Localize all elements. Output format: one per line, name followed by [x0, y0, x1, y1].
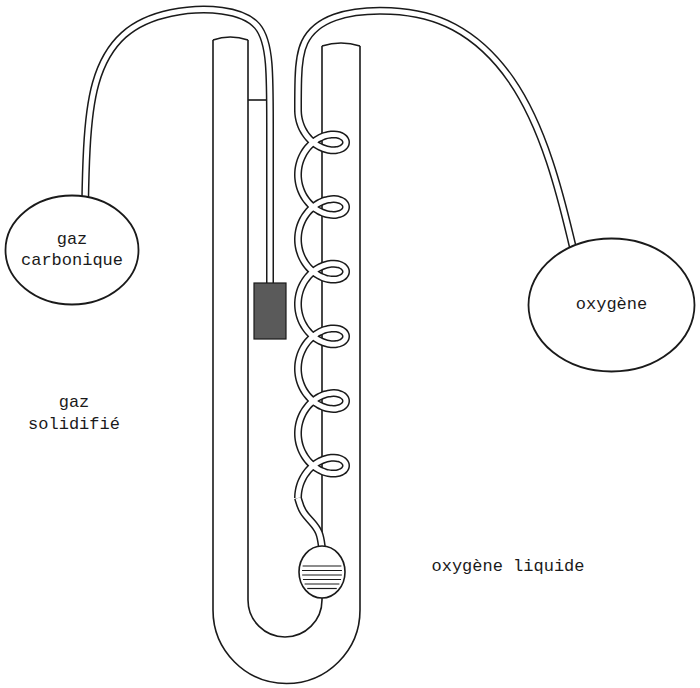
- oxygen-balloon: oxygène: [527, 237, 696, 373]
- co2-balloon: gaz carbonique: [4, 194, 140, 306]
- hatch-line: [302, 570, 342, 571]
- balloon-label: oxygène: [547, 294, 677, 315]
- liquid-hatching: [302, 566, 342, 589]
- balloon-label: gaz carbonique: [20, 229, 124, 272]
- balloon-outline: [6, 196, 139, 305]
- bulb-outline: [299, 546, 345, 598]
- cooling-coil-bore: [298, 110, 346, 498]
- u-tube-left-rim: [213, 37, 248, 40]
- hatch-line: [305, 583, 340, 584]
- frozen-gas-label: gaz solidifié: [14, 392, 134, 436]
- support-bar: [248, 99, 266, 101]
- hatch-line: [303, 565, 342, 566]
- cooling-coil-wall: [298, 110, 346, 498]
- u-tube-right-rim: [322, 43, 360, 46]
- u-tube-outer-wall: [213, 40, 360, 683]
- coil-outlet-bore: [298, 498, 322, 548]
- liquid-oxygen-label: oxygène liquide: [418, 556, 598, 578]
- condensation-bulb: [299, 546, 345, 598]
- tubes: [85, 10, 574, 548]
- hatch-line: [303, 579, 341, 580]
- u-tube: [213, 37, 360, 683]
- balloon-outline-svg: [4, 194, 140, 306]
- coil-outlet-wall: [298, 498, 322, 548]
- balloon-outline: [529, 239, 695, 372]
- cold-block: [254, 283, 286, 339]
- hatch-line: [302, 574, 342, 575]
- hatch-line: [307, 588, 337, 589]
